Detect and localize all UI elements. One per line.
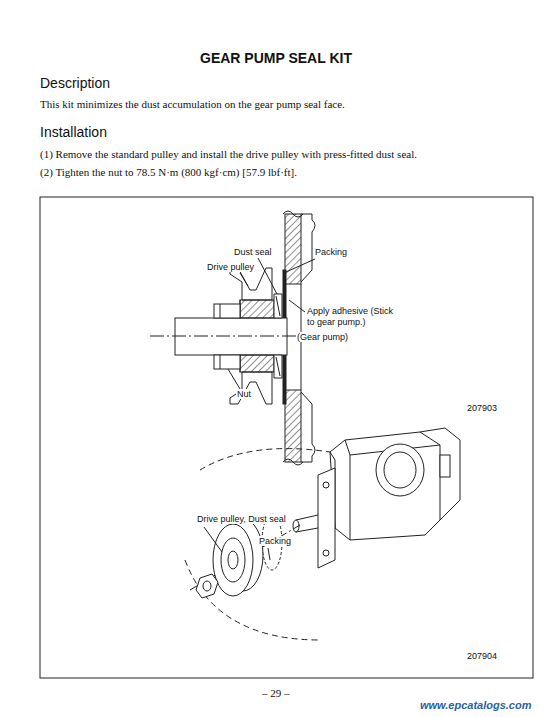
page-title: GEAR PUMP SEAL KIT	[200, 50, 352, 66]
part-label: Nut	[236, 389, 252, 399]
figure-frame	[40, 197, 533, 678]
part-label: Packing	[314, 247, 348, 257]
note-label: Apply adhesive (Stick to gear pump.)	[306, 306, 403, 328]
description-text: This kit minimizes the dust accumulation…	[40, 98, 345, 110]
page-number: – 29 –	[262, 687, 290, 699]
part-label: Drive pulley	[206, 262, 255, 272]
figure-number: 207903	[466, 403, 498, 413]
part-label: Dust seal	[233, 247, 273, 257]
exploded-view	[185, 428, 460, 640]
figure-number: 207904	[466, 651, 498, 661]
part-label: Drive pulley, Dust seal	[196, 514, 287, 524]
section-heading: Description	[40, 75, 110, 91]
part-label: Packing	[258, 536, 292, 546]
watermark: www.epcatalogs.com	[420, 699, 531, 711]
instruction-step: (1) Remove the standard pulley and insta…	[40, 148, 417, 160]
section-heading: Installation	[40, 124, 107, 140]
part-label: (Gear pump)	[296, 332, 349, 342]
instruction-step: (2) Tighten the nut to 78.5 N·m (800 kgf…	[40, 166, 297, 178]
